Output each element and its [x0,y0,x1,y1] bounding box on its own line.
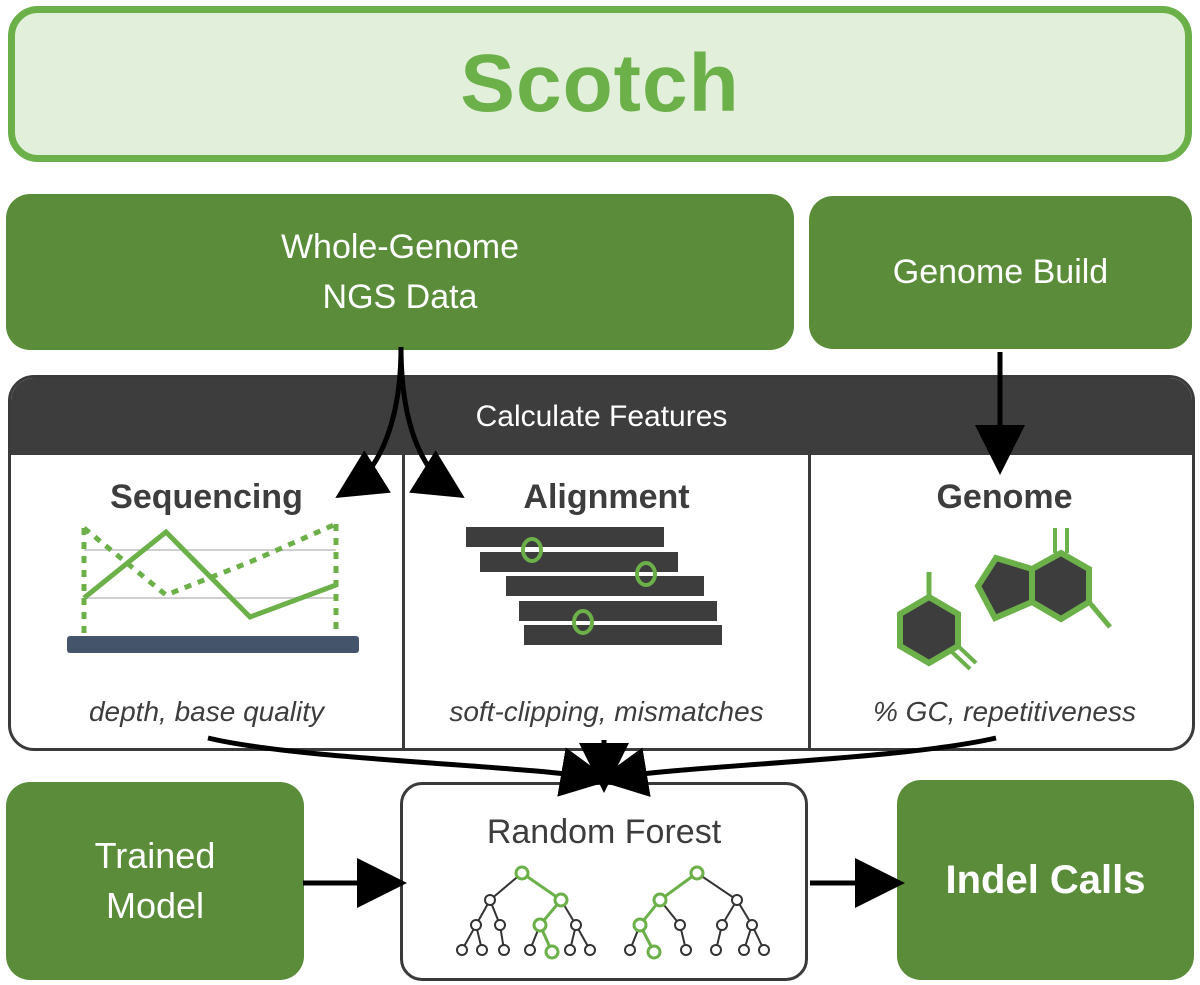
ngs-data-line2: NGS Data [322,278,478,316]
arrow-ngs-to-alignment [398,346,465,498]
arrow-ngs-to-sequencing [335,346,404,498]
read-alignment-icon [466,527,722,645]
arrow-sequencing-to-forest [207,735,611,797]
genome-build-box: Genome Build [809,196,1192,349]
trained-model-line2: Model [105,885,205,926]
calculate-features-label: Calculate Features [475,399,728,433]
sequencing-chart-icon [67,521,359,653]
ngs-data-box: Whole-Genome NGS Data [6,194,794,350]
sequencing-caption: depth, base quality [88,696,325,727]
trained-model-line1: Trained [94,835,216,876]
random-forest-label: Random Forest [486,813,722,851]
section-divider [402,455,405,748]
title-banner: Scotch [8,6,1192,162]
alignment-caption: soft-clipping, mismatches [449,696,764,727]
sequencing-title: Sequencing [110,478,303,516]
genome-title: Genome [936,478,1073,516]
diagram-title: Scotch [460,38,740,129]
indel-calls-box: Indel Calls [897,780,1194,980]
nucleotide-molecule-icon [897,528,1112,671]
random-forest-trees-icon [456,865,770,960]
genome-build-label: Genome Build [892,253,1109,291]
alignment-title: Alignment [523,478,690,516]
indel-calls-label: Indel Calls [945,857,1146,902]
arrow-genome-to-forest [597,735,997,797]
genome-caption: % GC, repetitiveness [873,696,1136,727]
trained-model-box: Trained Model [6,782,304,980]
section-divider [808,455,811,748]
flow-arrows [207,346,1025,908]
ngs-data-line1: Whole-Genome [280,228,520,266]
